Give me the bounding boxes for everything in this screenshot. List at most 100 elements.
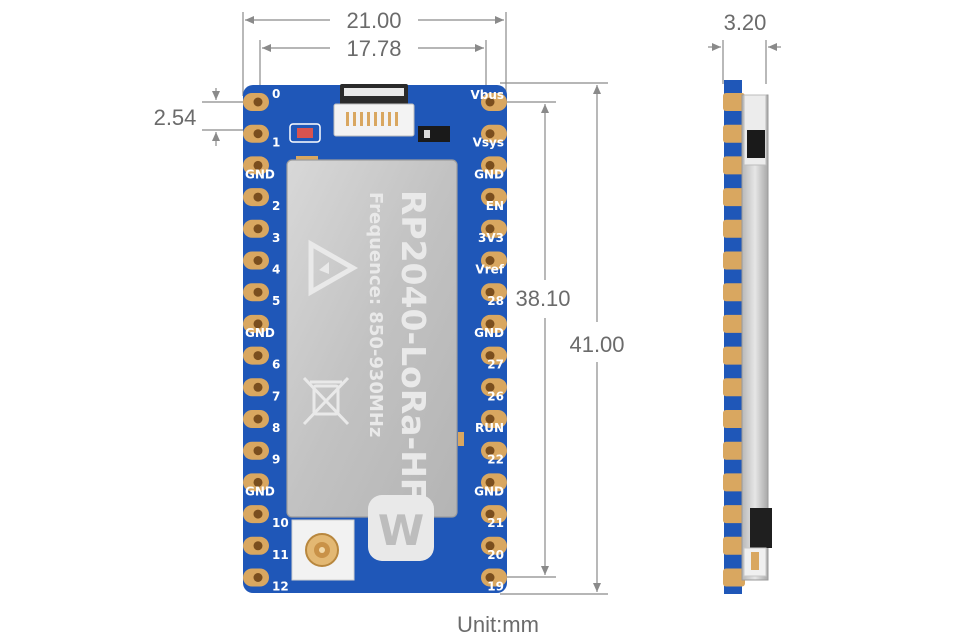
left-pad: [243, 378, 269, 397]
left-pin-label: GND: [245, 167, 275, 181]
side-pad: [723, 473, 745, 492]
side-pad: [723, 505, 745, 524]
dim-board-thickness: 3.20: [708, 10, 781, 84]
right-pin-label: GND: [474, 167, 504, 181]
left-pin-label: 3: [272, 231, 280, 245]
right-pin-label: Vsys: [473, 136, 504, 150]
right-pad: [481, 188, 507, 207]
right-pad: [481, 283, 507, 302]
right-pin-label: 20: [487, 548, 504, 562]
shield-subtitle: Frequence: 850-930MHz: [365, 192, 386, 437]
side-pad: [723, 314, 745, 333]
left-pad: [243, 124, 269, 143]
left-pad: [243, 251, 269, 270]
right-pad: [481, 124, 507, 143]
fpc-connector-icon: [333, 84, 415, 137]
left-pad: [243, 156, 269, 175]
left-pin-label: 10: [272, 516, 289, 530]
right-pin-label: 3V3: [478, 231, 504, 245]
left-pin-label: 0: [272, 87, 280, 101]
side-pad: [723, 124, 745, 143]
right-pad: [481, 314, 507, 333]
board-thickness-label: 3.20: [724, 10, 767, 35]
shield-title: RP2040-LoRa-HF: [394, 190, 433, 500]
left-pad: [243, 441, 269, 460]
left-pad: [243, 410, 269, 428]
side-pad: [723, 219, 745, 238]
left-pad: [243, 473, 269, 492]
left-pin-label: 11: [272, 548, 289, 562]
right-pin-label: EN: [486, 199, 504, 213]
right-pin-label: 26: [487, 389, 504, 403]
right-pin-label: GND: [474, 326, 504, 340]
side-pad: [723, 346, 745, 365]
left-pad: [243, 346, 269, 365]
left-pin-label: 2: [272, 199, 280, 213]
left-pin-label: 1: [272, 136, 280, 150]
dim-pin-column-length: 38.10: [500, 101, 571, 578]
side-pad: [723, 536, 745, 555]
right-pin-label: 21: [487, 516, 504, 530]
right-pin-label: GND: [474, 484, 504, 498]
left-pin-label: 9: [272, 453, 280, 467]
left-pad: [243, 93, 269, 111]
dim-board-length: 41.00: [500, 82, 625, 595]
left-pin-label: GND: [245, 326, 275, 340]
pin-column-length-label: 38.10: [515, 286, 570, 311]
side-pad-column: [723, 93, 745, 587]
esd-warning-icon: [308, 239, 359, 297]
side-pad: [723, 188, 745, 207]
pin-span-label: 17.78: [346, 36, 401, 61]
right-pad: [481, 536, 507, 555]
unit-label: Unit:mm: [457, 612, 539, 637]
left-pad: [243, 568, 269, 587]
pin-pitch-label: 2.54: [154, 105, 197, 130]
left-pin-label: 7: [272, 389, 280, 403]
left-pin-label: 6: [272, 358, 280, 372]
right-pin-labels: VbusVsysGNDEN3V3Vref28GND2726RUN22GND212…: [470, 88, 504, 594]
right-pad: [481, 219, 507, 238]
right-pad: [481, 473, 507, 492]
right-pad: [481, 410, 507, 428]
left-pad: [243, 314, 269, 333]
dim-pin-span: 17.78: [259, 36, 487, 96]
waveshare-logo-icon: W: [368, 495, 434, 561]
smd-pad: [296, 156, 318, 162]
left-pin-label: 5: [272, 294, 280, 308]
side-pad: [723, 410, 745, 428]
right-pad: [481, 93, 507, 111]
left-pad: [243, 505, 269, 524]
left-pad-column: [243, 93, 269, 587]
board-width-label: 21.00: [346, 8, 401, 33]
ufl-antenna-connector-icon: [291, 519, 355, 581]
left-pad: [243, 283, 269, 302]
side-pad: [723, 251, 745, 270]
weee-bin-icon: [302, 376, 350, 426]
right-pad: [481, 346, 507, 365]
right-pad: [481, 505, 507, 524]
side-pad: [723, 283, 745, 302]
dim-pin-pitch: 2.54: [154, 88, 246, 146]
left-pin-label: GND: [245, 484, 275, 498]
rf-shield-can: RP2040-LoRa-HF Frequence: 850-930MHz W: [286, 159, 458, 561]
side-pad: [723, 93, 745, 111]
right-pad: [481, 441, 507, 460]
svg-text:W: W: [378, 506, 424, 555]
side-pad: [723, 156, 745, 175]
right-pad: [481, 378, 507, 397]
dim-board-width: 21.00: [242, 8, 507, 96]
right-pin-label: Vbus: [470, 88, 504, 102]
right-pin-label: 27: [487, 358, 504, 372]
led-component-icon: [289, 123, 321, 143]
side-pad: [723, 568, 745, 587]
right-pin-label: Vref: [475, 263, 504, 277]
side-pad: [723, 378, 745, 397]
left-pad: [243, 188, 269, 207]
right-pad-column: [481, 93, 507, 587]
board-length-label: 41.00: [569, 332, 624, 357]
right-pin-label: RUN: [475, 421, 504, 435]
left-pad: [243, 536, 269, 555]
right-pad: [481, 568, 507, 587]
